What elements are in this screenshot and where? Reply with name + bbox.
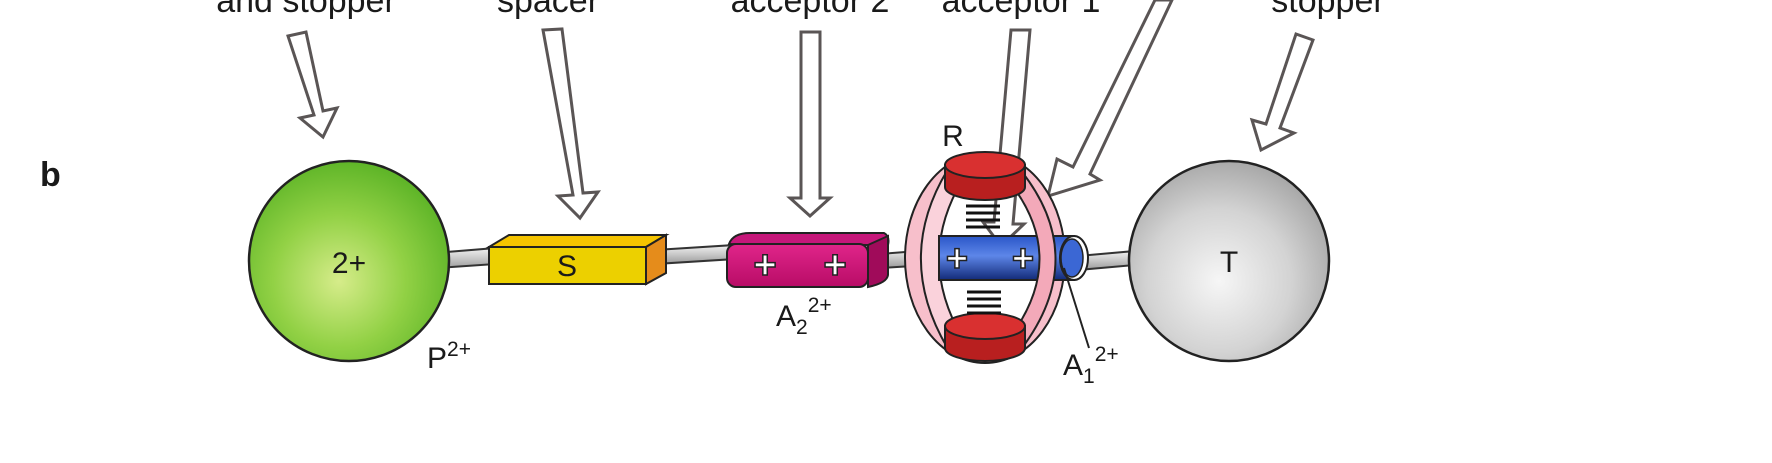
- caption-acceptor-1: acceptor 1: [942, 0, 1101, 20]
- spacer-label: S: [557, 250, 577, 283]
- panel-label: b: [40, 156, 61, 194]
- stacking-lines-top: [966, 204, 1000, 229]
- photosensitizer-charge: 2+: [332, 247, 366, 280]
- arrow-to-stopper: [1249, 32, 1315, 153]
- spacer-block: S: [485, 233, 670, 286]
- acceptor-1-label: A12+: [1063, 343, 1119, 388]
- arrow-to-photosensitizer: [286, 30, 340, 140]
- acceptor-2-block: + +: [726, 232, 890, 289]
- acceptor-1-plus-right: +: [1012, 238, 1034, 280]
- stopper-label: T: [1220, 246, 1238, 279]
- ring-clamp-bottom: [944, 312, 1026, 362]
- acceptor-2-plus-right: +: [823, 243, 846, 287]
- ring-label: R: [942, 120, 964, 153]
- photosensitizer-label: P2+: [427, 338, 471, 375]
- acceptor-1-leader-line: [1063, 267, 1090, 349]
- caption-spacer: spacer: [497, 0, 599, 20]
- caption-photosensitizer-stopper: and stopper: [216, 0, 396, 20]
- acceptor-2-plus-left: +: [753, 243, 776, 287]
- ring-clamp-top: [944, 151, 1026, 201]
- arrow-to-acceptor-2: [786, 30, 834, 219]
- caption-acceptor-2: acceptor 2: [731, 0, 890, 20]
- photosensitizer-sphere: 2+: [247, 159, 451, 363]
- acceptor-1-plus-left: +: [946, 238, 968, 280]
- arrow-to-spacer: [541, 27, 602, 221]
- arrow-to-ring: [1045, 0, 1174, 199]
- stopper-sphere: T: [1127, 159, 1331, 363]
- acceptor-2-label: A22+: [776, 294, 832, 339]
- stacking-lines-bottom: [967, 290, 1001, 315]
- caption-stopper: stopper: [1271, 0, 1384, 20]
